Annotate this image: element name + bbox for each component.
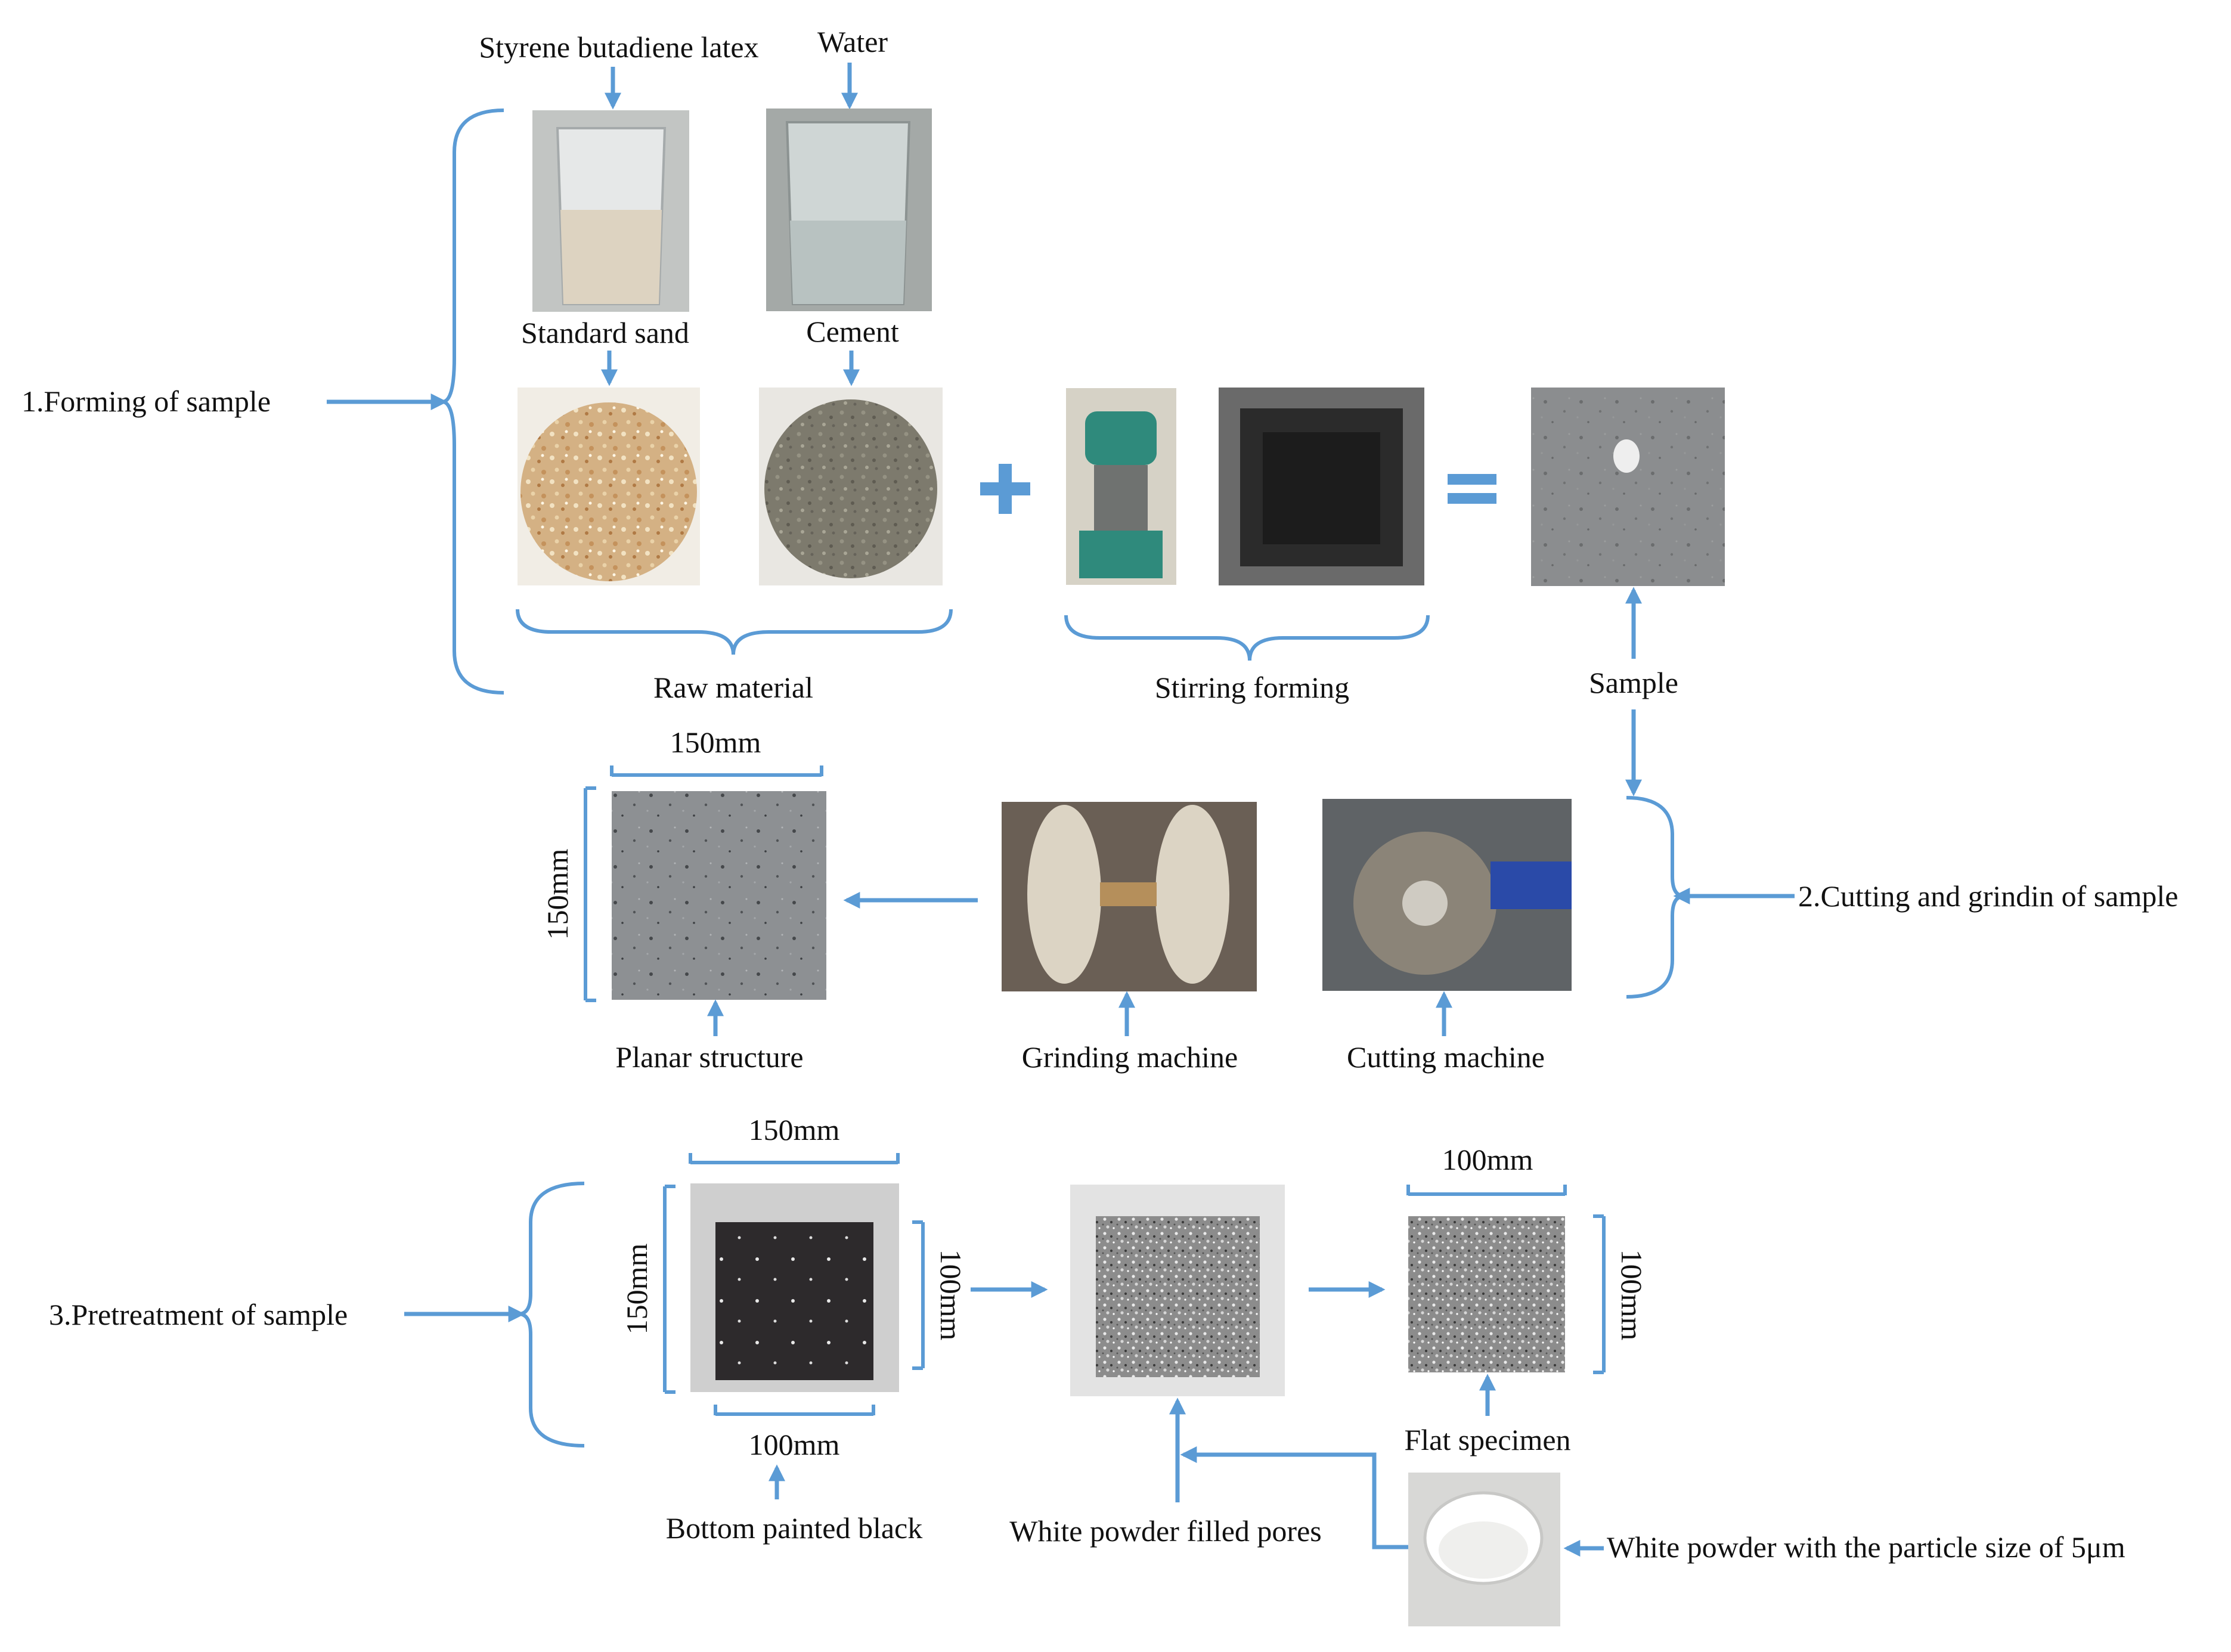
stirring-brace bbox=[1064, 615, 1430, 661]
flat-specimen-photo bbox=[1408, 1216, 1565, 1372]
cement-label: Cement bbox=[806, 315, 899, 348]
grinding-machine-photo bbox=[1002, 802, 1257, 991]
filled-label: White powder filled pores bbox=[1009, 1514, 1321, 1548]
svg-text:=: = bbox=[1472, 488, 1473, 489]
stirring-label: Stirring forming bbox=[1155, 671, 1349, 704]
latex-label: Styrene butadiene latex bbox=[479, 30, 758, 64]
planar-height-label: 150mm bbox=[541, 849, 574, 940]
sample-photo bbox=[1531, 388, 1725, 586]
cutting-machine-photo bbox=[1322, 799, 1572, 991]
sand-label: Standard sand bbox=[521, 316, 689, 349]
mixer-photo bbox=[1066, 388, 1176, 585]
powder-to-filled-arrow bbox=[1180, 1446, 1413, 1549]
latex-beaker-photo bbox=[532, 110, 689, 312]
planar-width-label: 150mm bbox=[670, 726, 761, 759]
flat-label: Flat specimen bbox=[1404, 1423, 1570, 1456]
equals-sign: = bbox=[1448, 474, 1496, 504]
stage-forming-label: 1.Forming of sample bbox=[21, 385, 271, 418]
flat-width-label: 100mm bbox=[1442, 1143, 1533, 1176]
cement-photo bbox=[759, 388, 943, 585]
stage-cutting-label: 2.Cutting and grindin of sample bbox=[1798, 879, 2178, 913]
water-label: Water bbox=[817, 25, 888, 58]
black-outer-height-label: 150mm bbox=[620, 1244, 653, 1335]
black-inner-width-label: 100mm bbox=[749, 1428, 840, 1461]
cutting-stage-brace bbox=[1626, 796, 1685, 999]
forming-stage-brace bbox=[442, 109, 504, 695]
black-painted-photo bbox=[690, 1183, 899, 1392]
planar-structure-photo bbox=[612, 791, 826, 1000]
sand-photo bbox=[518, 388, 700, 585]
grinding-label: Grinding machine bbox=[1022, 1040, 1238, 1074]
powder-photo bbox=[1408, 1473, 1560, 1626]
raw-material-label: Raw material bbox=[653, 671, 813, 704]
cutting-label: Cutting machine bbox=[1347, 1040, 1545, 1074]
sample-label: Sample bbox=[1589, 666, 1678, 699]
pretreatment-brace bbox=[518, 1182, 585, 1448]
water-beaker-photo bbox=[766, 109, 932, 311]
flat-height-label: 100mm bbox=[1615, 1250, 1649, 1341]
powder-label: White powder with the particle size of 5… bbox=[1607, 1530, 2125, 1564]
planar-label: Planar structure bbox=[615, 1040, 803, 1074]
raw-material-brace bbox=[516, 609, 953, 655]
filled-pores-photo bbox=[1070, 1185, 1285, 1396]
black-inner-height-label: 100mm bbox=[934, 1250, 968, 1341]
black-label: Bottom painted black bbox=[666, 1511, 922, 1545]
stage-pretreatment-label: 3.Pretreatment of sample bbox=[49, 1298, 348, 1331]
mould-photo bbox=[1219, 388, 1424, 585]
plus-sign: + bbox=[980, 464, 1030, 514]
black-outer-width-label: 150mm bbox=[749, 1113, 840, 1146]
